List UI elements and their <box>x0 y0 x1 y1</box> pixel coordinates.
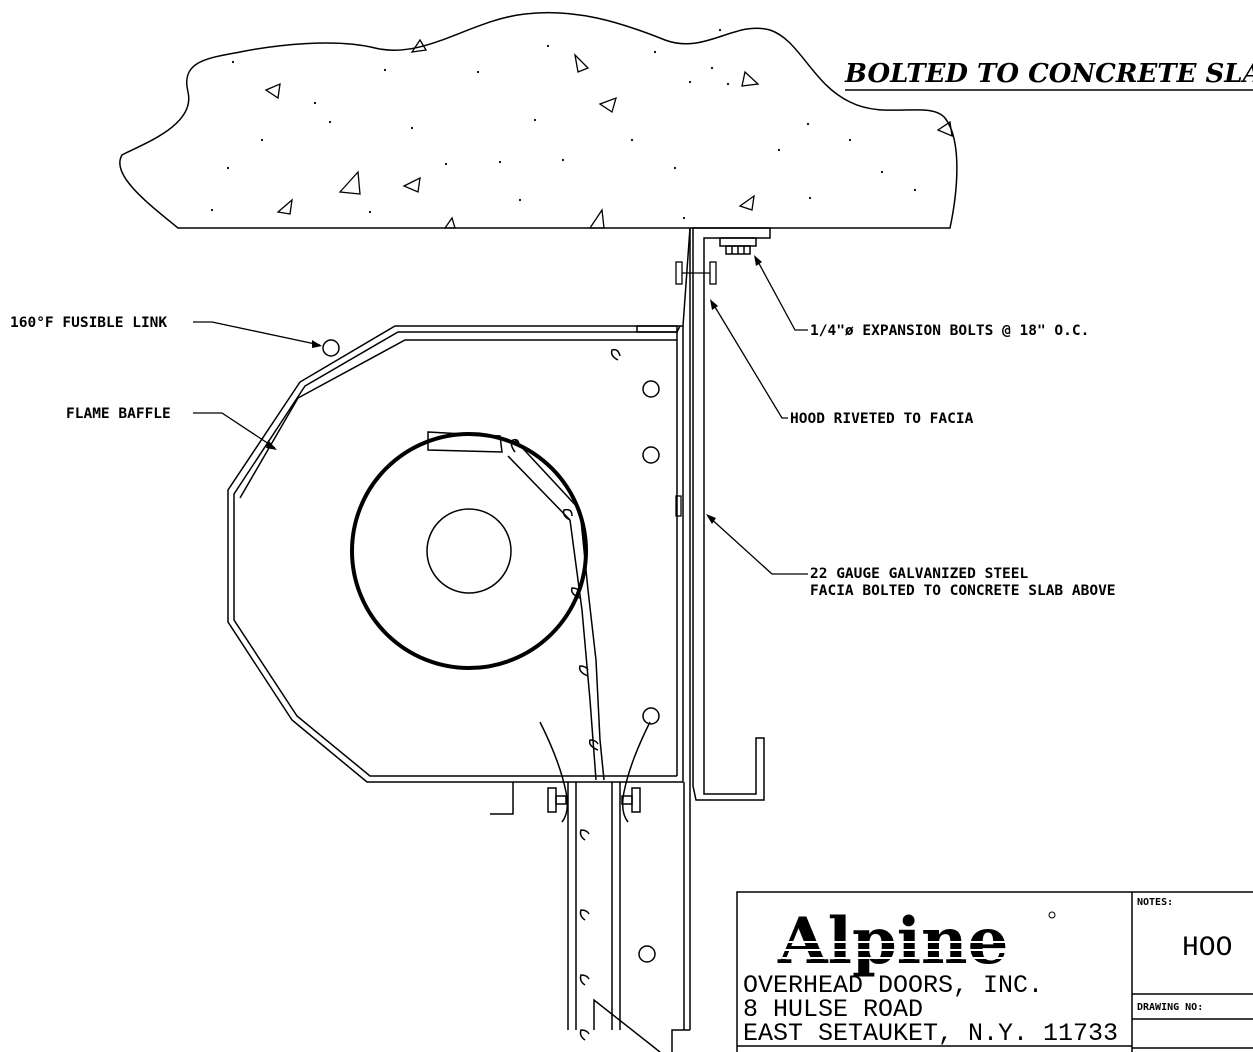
callout-facia-line2: FACIA BOLTED TO CONCRETE SLAB ABOVE <box>810 583 1116 599</box>
drawing-no-label: DRAWING NO: <box>1137 1002 1203 1013</box>
door-barrel <box>350 432 588 670</box>
drawing-title: BOLTED TO CONCRETE SLAB <box>844 59 1253 89</box>
hood-top-flange <box>636 227 691 333</box>
company-address2: EAST SETAUKET, N.Y. 11733 <box>743 1019 1118 1048</box>
expansion-bolt-icon <box>719 237 757 255</box>
company-name: OVERHEAD DOORS, INC. <box>743 971 1043 1000</box>
facia-rivets <box>675 261 717 517</box>
callout-fusible-link: 160°F FUSIBLE LINK <box>10 315 167 331</box>
slab-aggregate-dots <box>210 28 917 220</box>
alpine-logo: Alpine <box>777 904 1056 979</box>
notes-label: NOTES: <box>1137 897 1173 908</box>
company-address1: 8 HULSE ROAD <box>743 995 923 1024</box>
title-block <box>736 891 1253 1052</box>
slab-aggregate-triangles <box>264 38 953 229</box>
callout-facia-line1: 22 GAUGE GALVANIZED STEEL <box>810 566 1029 582</box>
hood-housing <box>227 325 684 783</box>
leader-arrowheads <box>266 255 762 524</box>
notes-value: HOO <box>1182 933 1232 964</box>
leader-lines <box>193 257 808 575</box>
curtain-slats <box>427 348 621 781</box>
bracket-holes <box>638 380 660 963</box>
callout-expansion-bolts: 1/4"ø EXPANSION BOLTS @ 18" O.C. <box>810 323 1089 339</box>
flame-baffle <box>239 339 677 499</box>
callout-flame-baffle: FLAME BAFFLE <box>66 406 171 422</box>
callout-hood-riveted: HOOD RIVETED TO FACIA <box>790 411 974 427</box>
facia <box>683 227 771 1030</box>
concrete-slab <box>119 11 958 229</box>
door-guides <box>490 721 690 1052</box>
fusible-link-icon <box>322 339 340 357</box>
